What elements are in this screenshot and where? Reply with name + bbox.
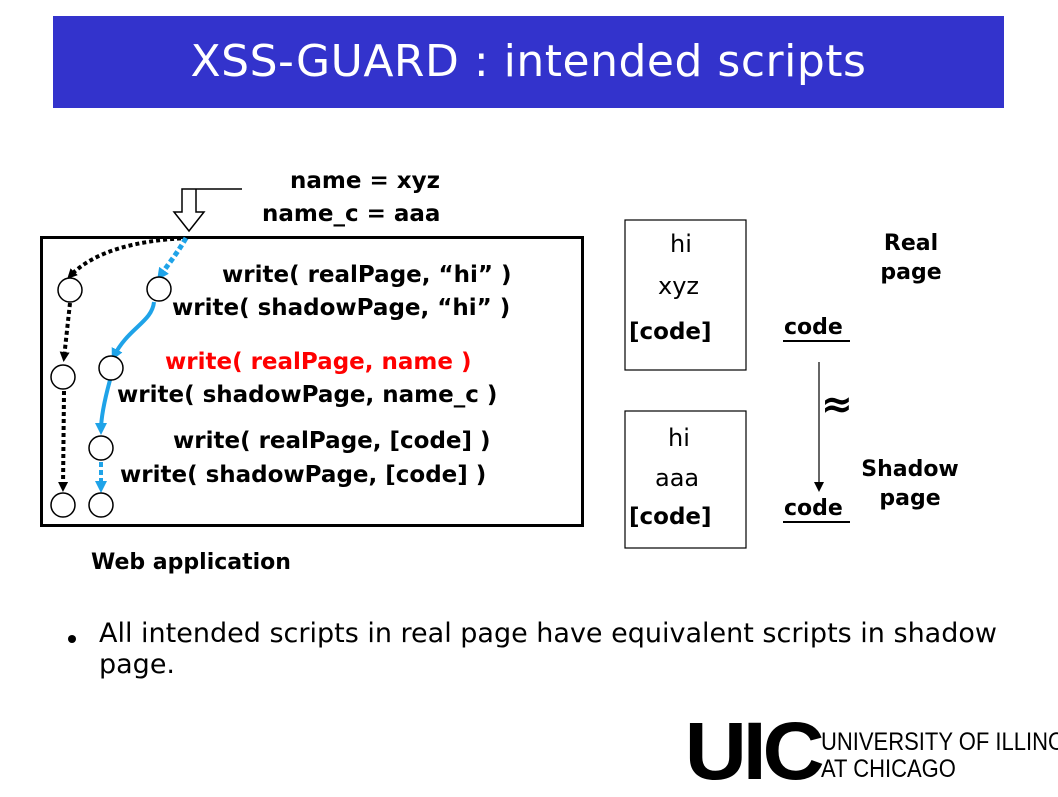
- shadow-page-line-hi: hi: [668, 424, 690, 452]
- shadow-node-1: [146, 276, 172, 302]
- web-application-box: [40, 236, 584, 527]
- shadow-page-line-code: [code]: [629, 504, 712, 530]
- shadow-page-line-value: aaa: [655, 464, 700, 492]
- shadow-code-label: code: [784, 496, 843, 521]
- real-page-box: [624, 219, 747, 371]
- web-application-label: Web application: [91, 550, 291, 575]
- title-bar: XSS-GUARD : intended scripts: [53, 16, 1004, 108]
- real-node-3: [50, 492, 76, 518]
- real-path-step-2: [58, 390, 69, 492]
- bullet-icon: [68, 635, 76, 643]
- real-path-step-1: [59, 302, 72, 362]
- uic-logo-letters: UIC: [684, 706, 825, 797]
- uic-logo: UIC UNIVERSITY OF ILLINOIS AT CHICAGO: [684, 706, 1058, 797]
- input-arrow-icon: [172, 188, 242, 233]
- real-page-line-value: xyz: [658, 272, 700, 300]
- write-real-code: write( realPage, [code] ): [173, 428, 491, 454]
- real-code-label: code: [784, 315, 843, 340]
- write-real-name: write( realPage, name ): [165, 349, 472, 375]
- bullet-text: All intended scripts in real page have e…: [99, 618, 997, 680]
- real-node-2: [50, 364, 76, 390]
- write-shadow-hi: write( shadowPage, “hi” ): [172, 295, 511, 321]
- name-c-assignment: name_c = aaa: [262, 201, 441, 227]
- name-assignment: name = xyz: [290, 168, 440, 194]
- real-page-line-code: [code]: [629, 319, 712, 345]
- shadow-path-step-2: [95, 379, 112, 435]
- real-page-line-hi: hi: [670, 230, 692, 258]
- real-node-1: [57, 277, 83, 303]
- shadow-path-entry: [157, 236, 189, 281]
- write-real-hi: write( realPage, “hi” ): [222, 262, 512, 288]
- shadow-page-label: Shadow page: [861, 457, 959, 511]
- uic-logo-line1: UNIVERSITY OF ILLINOIS: [821, 728, 1058, 756]
- write-shadow-name-c: write( shadowPage, name_c ): [117, 382, 498, 408]
- uic-logo-line2: AT CHICAGO: [821, 755, 956, 783]
- shadow-page-box: [624, 410, 747, 549]
- shadow-node-4: [88, 492, 114, 518]
- slide-title: XSS-GUARD : intended scripts: [190, 36, 867, 87]
- write-shadow-code: write( shadowPage, [code] ): [120, 462, 487, 488]
- shadow-node-3: [88, 435, 114, 461]
- shadow-path-step-1: [111, 301, 156, 361]
- approx-symbol: ≈: [821, 382, 853, 426]
- shadow-node-2: [98, 355, 124, 381]
- real-path-entry: [67, 236, 189, 279]
- real-page-label: Real page: [880, 231, 942, 285]
